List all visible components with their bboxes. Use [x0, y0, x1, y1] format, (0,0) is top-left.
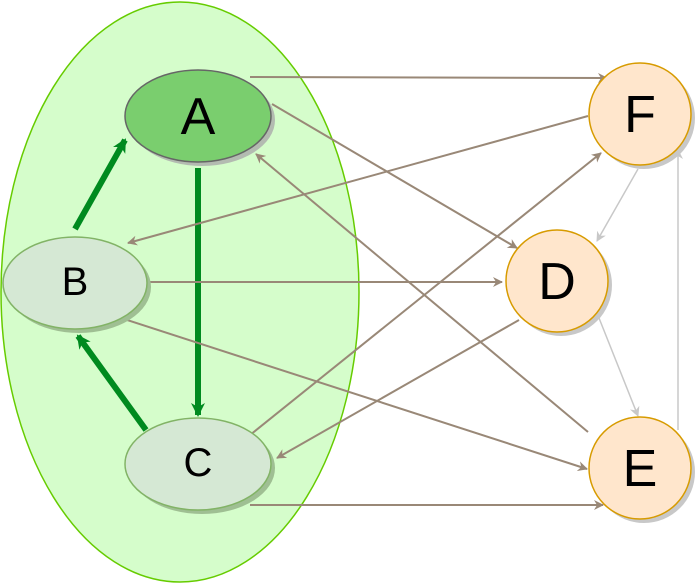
group-cluster-abc — [0, 1, 360, 583]
node-e[interactable]: E — [588, 416, 695, 523]
node-e-label: E — [623, 440, 658, 498]
edge-d-to-e — [598, 317, 640, 417]
edge-a-to-f — [249, 72, 608, 83]
node-a-label: A — [181, 88, 216, 146]
edge-f-to-b — [127, 115, 589, 246]
node-c-label: C — [184, 441, 213, 485]
node-e-shape[interactable] — [588, 416, 692, 520]
edge-b-to-e — [126, 319, 588, 471]
edge-a-to-d — [271, 103, 518, 249]
edges-layer — [72, 72, 683, 510]
edge-d-to-c — [276, 319, 520, 459]
node-c-shape[interactable] — [124, 417, 272, 511]
node-b[interactable]: B — [2, 236, 151, 333]
node-b-shape[interactable] — [2, 236, 148, 330]
edge-b-to-a — [72, 138, 128, 231]
edge-c-to-b — [75, 334, 149, 432]
node-f[interactable]: F — [588, 62, 695, 169]
node-f-label: F — [624, 86, 656, 144]
node-b-label: B — [62, 260, 89, 304]
node-c[interactable]: C — [124, 417, 275, 514]
node-d-shape[interactable] — [505, 229, 609, 333]
node-a-shape[interactable] — [124, 69, 272, 163]
edge-e-to-a — [255, 153, 589, 433]
edge-f-to-d — [596, 168, 639, 242]
edge-c-to-f — [249, 152, 602, 436]
node-f-shape[interactable] — [588, 62, 692, 166]
node-d[interactable]: D — [505, 229, 612, 336]
node-d-label: D — [538, 253, 576, 311]
node-a[interactable]: A — [124, 69, 275, 166]
